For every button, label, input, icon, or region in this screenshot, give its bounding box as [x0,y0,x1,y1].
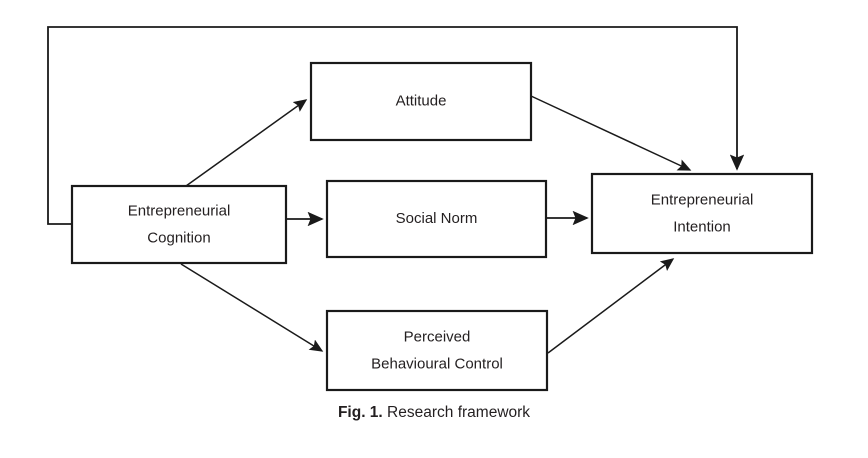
node-social-norm[interactable]: Social Norm [325,179,548,259]
figure-caption-label: Fig. 1. [337,404,383,421]
edge-cognition-to-perceived-behavioural-control [180,263,324,352]
node-label-social-norm-line1: Social Norm [396,210,478,227]
node-attitude[interactable]: Attitude [309,61,533,142]
node-box-attitude[interactable] [309,61,533,142]
node-label-perceived-behavioural-control-line2: Behavioural Control [371,355,503,372]
edge-attitude-to-intention [530,95,692,171]
node-box-entrepreneurial-intention[interactable] [590,172,814,255]
node-label-entrepreneurial-cognition-line2: Cognition [147,229,210,246]
edge-cognition-to-attitude [185,99,308,187]
figure-caption: Fig. 1. Research framework [0,404,868,422]
node-box-entrepreneurial-cognition[interactable] [70,184,288,265]
node-label-attitude-line1: Attitude [396,92,447,109]
node-label-entrepreneurial-intention-line1: Entrepreneurial [651,191,754,208]
node-label-perceived-behavioural-control-line1: Perceived [404,328,471,345]
node-box-perceived-behavioural-control[interactable] [325,309,549,392]
edge-cognition-to-intention-direct [47,26,745,225]
node-entrepreneurial-cognition[interactable]: Entrepreneurial Cognition [70,184,288,265]
node-box-social-norm[interactable] [325,179,548,259]
edge-perceived-behavioural-control-to-intention [547,258,675,354]
node-entrepreneurial-intention[interactable]: Entrepreneurial Intention [590,172,814,255]
edge-group [47,26,745,354]
node-label-entrepreneurial-intention-line2: Intention [673,218,731,235]
figure-caption-text: Research framework [382,404,531,421]
node-label-entrepreneurial-cognition-line1: Entrepreneurial [128,202,231,219]
node-perceived-behavioural-control[interactable]: Perceived Behavioural Control [325,309,549,392]
